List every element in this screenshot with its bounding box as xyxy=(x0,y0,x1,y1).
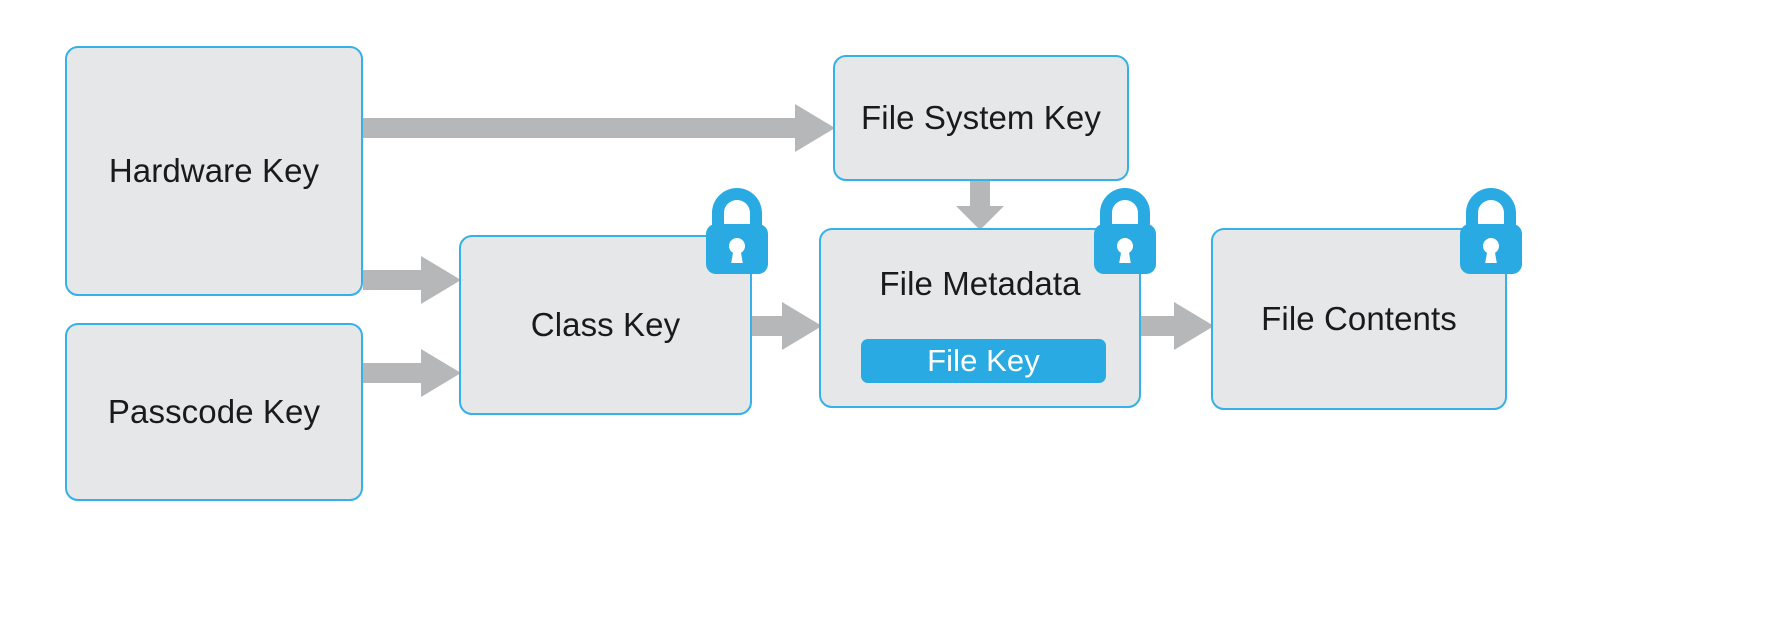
node-file-system-key[interactable]: File System Key xyxy=(833,55,1129,181)
padlock-icon-file-contents xyxy=(1457,188,1525,274)
node-hardware-key[interactable]: Hardware Key xyxy=(65,46,363,296)
arrow-file-system-key-to-file-metadata xyxy=(956,180,1004,230)
arrow-file-metadata-to-file-contents xyxy=(1141,302,1214,350)
node-file-key[interactable]: File Key xyxy=(861,339,1106,383)
arrow-passcode-key-to-class-key xyxy=(363,349,461,397)
node-hardware-key-label: Hardware Key xyxy=(108,151,320,189)
node-file-metadata-label: File Metadata xyxy=(879,265,1081,302)
node-file-system-key-label: File System Key xyxy=(861,98,1101,136)
padlock-icon-file-metadata xyxy=(1091,188,1159,274)
padlock-icon-class-key xyxy=(703,188,771,274)
node-file-key-label: File Key xyxy=(927,343,1040,378)
node-passcode-key-label: Passcode Key xyxy=(107,392,321,430)
node-class-key[interactable]: Class Key xyxy=(459,235,752,415)
arrow-class-key-to-file-metadata xyxy=(752,302,822,350)
node-file-metadata[interactable]: File Metadata File Key xyxy=(819,228,1141,408)
node-file-contents-label: File Contents xyxy=(1261,299,1457,337)
node-passcode-key[interactable]: Passcode Key xyxy=(65,323,363,501)
node-file-contents[interactable]: File Contents xyxy=(1211,228,1507,410)
arrow-hardware-key-to-file-system-key xyxy=(363,104,835,152)
node-class-key-label: Class Key xyxy=(530,305,681,343)
arrow-hardware-key-to-class-key xyxy=(363,256,461,304)
